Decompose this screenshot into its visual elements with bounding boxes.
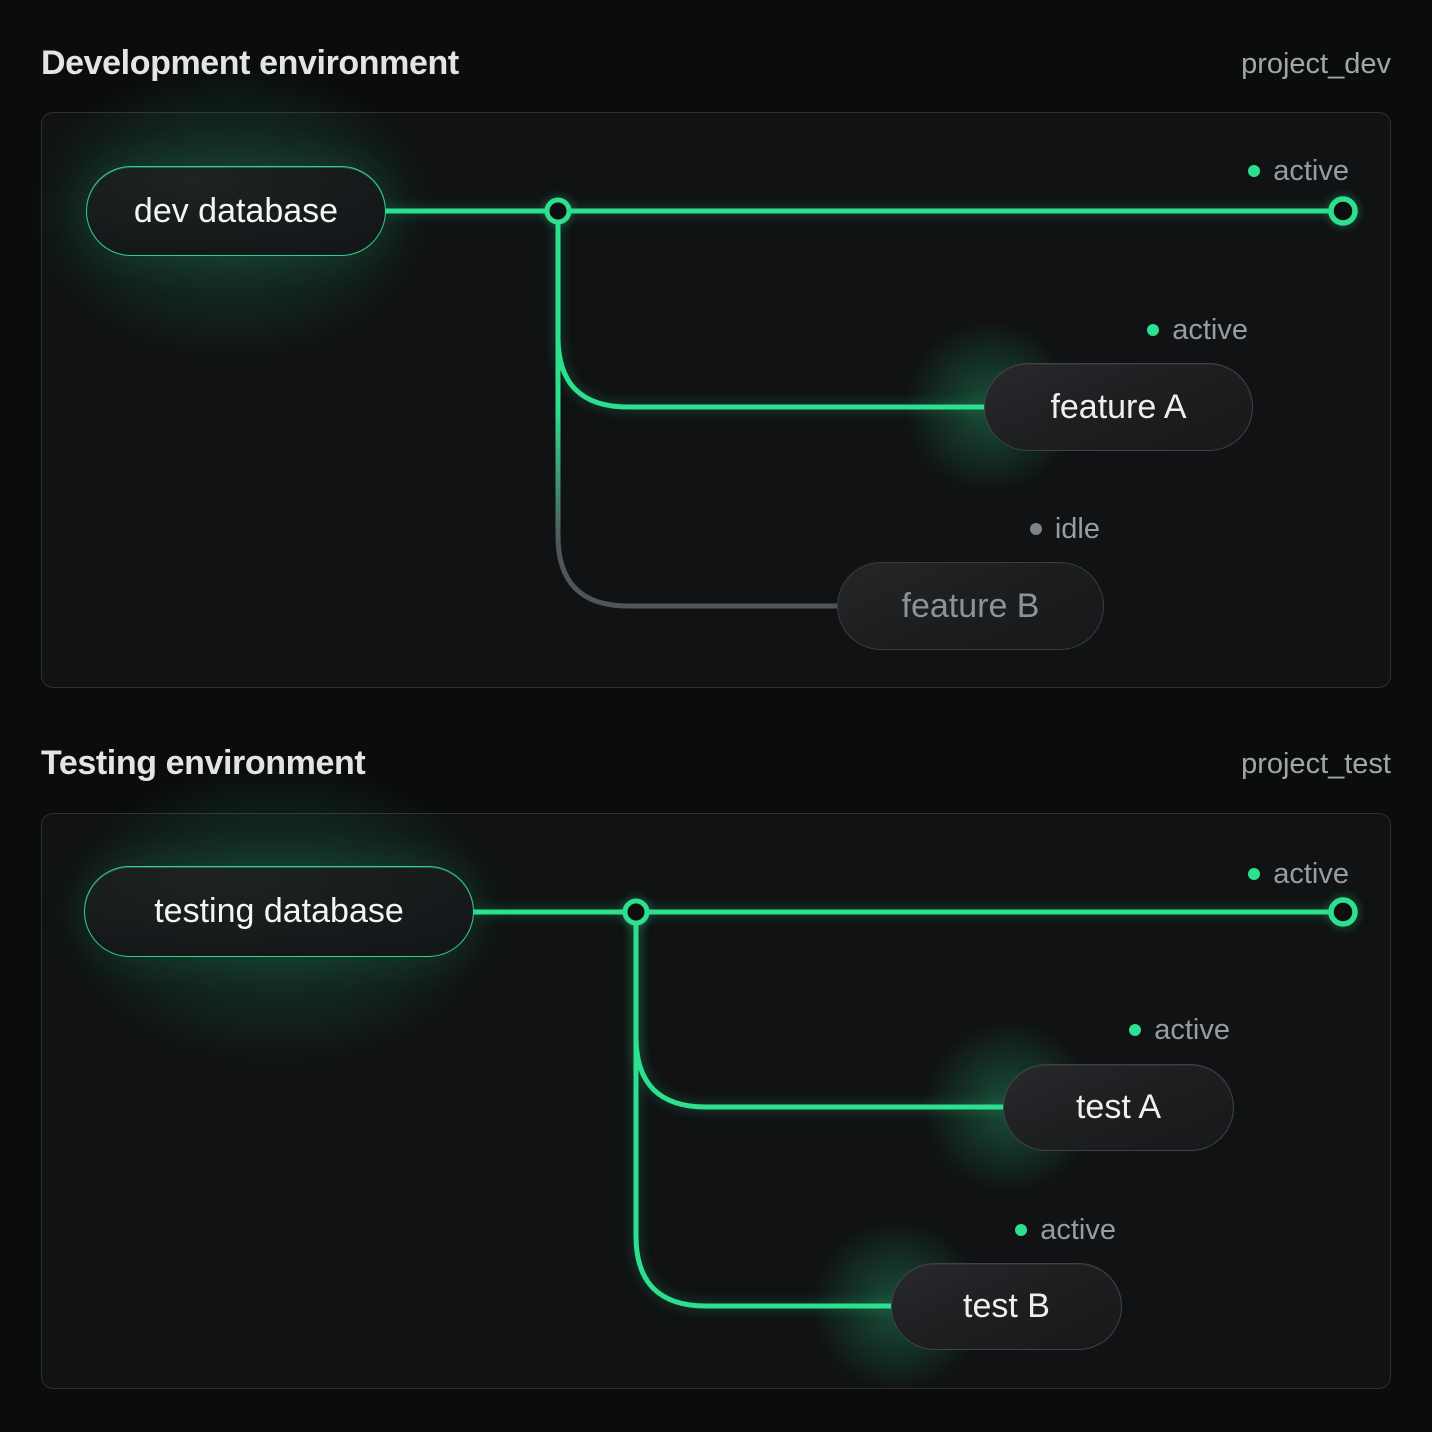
feature-b-label: feature B bbox=[901, 586, 1040, 625]
feature-a-wire bbox=[555, 208, 987, 410]
test-b-status-badge: active bbox=[1015, 1213, 1116, 1247]
feature-a-status-badge: active bbox=[1147, 313, 1248, 347]
active-status-dot-icon bbox=[1015, 1224, 1028, 1236]
active-status-dot-icon bbox=[1248, 868, 1261, 880]
dev-branch-point-node bbox=[544, 197, 572, 225]
test-b-label: test B bbox=[963, 1287, 1050, 1325]
feature-b-node[interactable]: feature B bbox=[837, 562, 1104, 650]
test-a-wire bbox=[633, 909, 1006, 1110]
feature-a-status-label: active bbox=[1172, 313, 1248, 346]
feature-b-wire bbox=[555, 208, 840, 609]
idle-status-dot-icon bbox=[1029, 523, 1042, 535]
dev-database-label: dev database bbox=[133, 191, 339, 230]
testing-database-label: testing database bbox=[154, 892, 404, 930]
test-main-status-badge: active bbox=[1248, 857, 1349, 891]
dev-main-end-node bbox=[1328, 196, 1358, 226]
test-branch-wires bbox=[471, 897, 1358, 1309]
testing-database-node[interactable]: testing database bbox=[84, 866, 474, 957]
section-title-testing: Testing environment bbox=[41, 744, 366, 782]
feature-b-status-badge: idle bbox=[1029, 512, 1100, 546]
project-label-test: project_test bbox=[1241, 748, 1391, 780]
active-status-dot-icon bbox=[1129, 1024, 1142, 1036]
active-status-dot-icon bbox=[1147, 324, 1160, 336]
test-a-status-label: active bbox=[1154, 1013, 1230, 1046]
test-a-node[interactable]: test A bbox=[1003, 1064, 1234, 1151]
section-title-development: Development environment bbox=[41, 44, 459, 82]
test-main-end-node bbox=[1328, 897, 1358, 927]
feature-a-label: feature A bbox=[1050, 387, 1187, 426]
test-b-wire bbox=[633, 909, 894, 1309]
test-b-node[interactable]: test B bbox=[891, 1263, 1122, 1350]
test-main-status-label: active bbox=[1273, 857, 1349, 890]
test-a-status-badge: active bbox=[1129, 1013, 1230, 1047]
feature-a-node[interactable]: feature A bbox=[984, 363, 1253, 451]
testing-environment-panel: testing database test A test B active ac… bbox=[0, 719, 1391, 1421]
test-branch-point-node bbox=[622, 898, 650, 926]
dev-environment-panel: dev database feature A feature B active … bbox=[0, 21, 1391, 688]
test-b-status-label: active bbox=[1040, 1213, 1116, 1246]
project-label-dev: project_dev bbox=[1241, 48, 1391, 80]
dev-database-node[interactable]: dev database bbox=[86, 166, 386, 256]
active-status-dot-icon bbox=[1248, 165, 1261, 177]
dev-branch-wires bbox=[383, 196, 1358, 609]
dev-main-status-label: active bbox=[1273, 154, 1349, 187]
feature-b-status-label: idle bbox=[1054, 512, 1100, 545]
dev-main-status-badge: active bbox=[1248, 154, 1349, 188]
test-a-label: test A bbox=[1075, 1088, 1162, 1126]
